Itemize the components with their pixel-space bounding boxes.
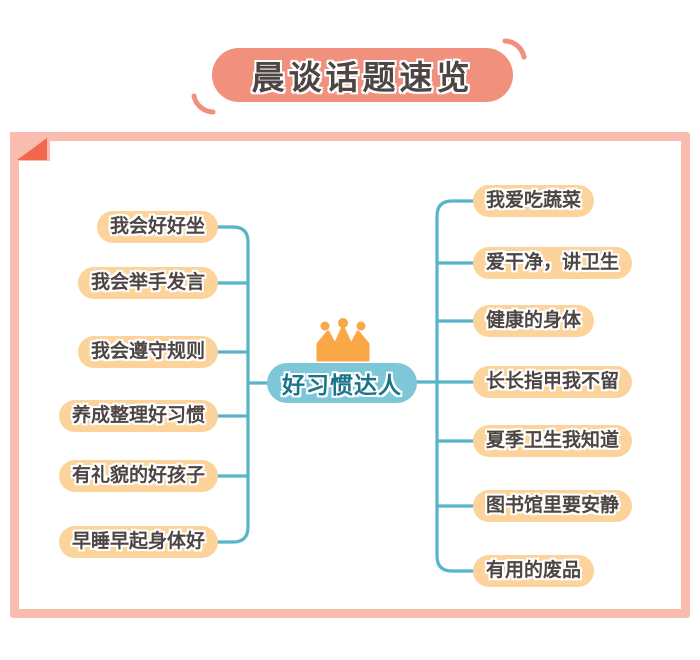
- topic-node: 我会好好坐: [96, 211, 218, 243]
- connector-left-trunk: [214, 225, 250, 544]
- topic-node: 我爱吃蔬菜: [473, 185, 595, 217]
- crown-icon: [316, 318, 370, 362]
- topic-node: 健康的身体: [473, 305, 595, 337]
- topic-node: 养成整理好习惯: [58, 400, 218, 432]
- folded-corner-icon: [17, 138, 47, 160]
- central-topic-node: 好习惯达人: [267, 363, 417, 403]
- topic-node: 我会举手发言: [77, 267, 218, 299]
- topic-node: 有礼貌的好孩子: [58, 460, 218, 492]
- page-title: 晨谈话题速览: [251, 59, 474, 96]
- central-topic-label: 好习惯达人: [282, 372, 402, 398]
- topic-node: 长长指甲我不留: [473, 366, 633, 398]
- topic-node: 图书馆里要安静: [473, 490, 633, 522]
- topic-node: 有用的废品: [473, 555, 595, 587]
- topic-node: 爱干净，讲卫生: [473, 247, 633, 279]
- title-badge: 晨谈话题速览: [212, 48, 513, 102]
- topic-node: 我会遵守规则: [77, 336, 218, 368]
- connector-right-trunk: [435, 199, 480, 573]
- topic-node: 夏季卫生我知道: [473, 425, 633, 457]
- badge-spark-bottom-left: [191, 93, 216, 115]
- topic-node: 早睡早起身体好: [58, 526, 218, 558]
- badge-spark-top-right: [502, 38, 527, 60]
